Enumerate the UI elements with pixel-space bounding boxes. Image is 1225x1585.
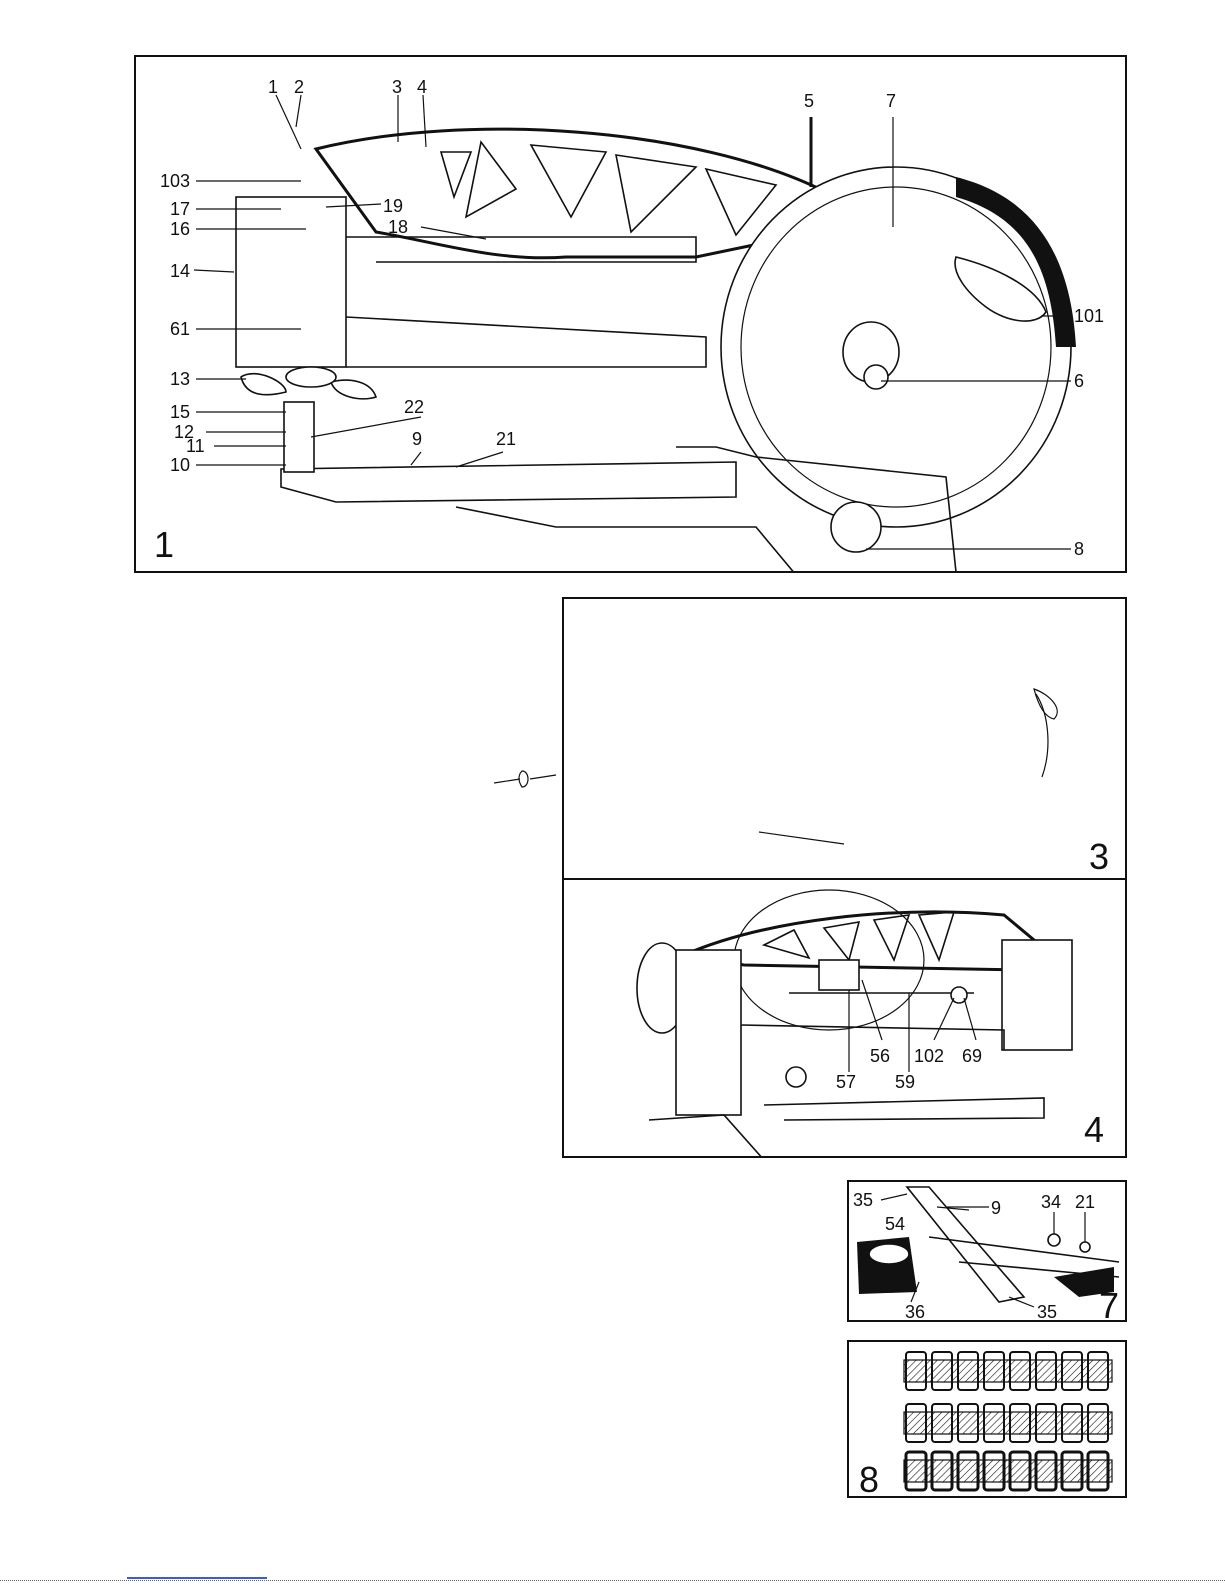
- stitch-row-1: [904, 1352, 1112, 1390]
- truss-window-2: [466, 142, 516, 217]
- callout: 3: [392, 77, 402, 97]
- truss-window-3: [531, 145, 606, 217]
- bed-plate: [907, 1187, 1024, 1302]
- spool-wing-right: [331, 380, 376, 399]
- figure-4-drawing: 56 57 59 102 69 4: [564, 880, 1127, 1158]
- callout: 18: [388, 217, 408, 237]
- faint-sketch-arc: [1036, 694, 1048, 777]
- callout: 7: [886, 91, 896, 111]
- truss-window-4: [616, 155, 696, 232]
- figure-7-drawing: 35 54 9 34 21 36 35 7: [849, 1182, 1127, 1322]
- machine-body-left: [676, 950, 741, 1115]
- callout: 2: [294, 77, 304, 97]
- callout: 21: [496, 429, 516, 449]
- callout: 8: [1074, 539, 1084, 559]
- truss-window: [824, 922, 859, 960]
- figure-3-panel: 3: [562, 597, 1127, 880]
- callout: 36: [905, 1302, 925, 1322]
- callout: 22: [404, 397, 424, 417]
- callout: 101: [1074, 306, 1104, 326]
- stand-left: [456, 507, 796, 573]
- callout: 4: [417, 77, 427, 97]
- callout: 6: [1074, 371, 1084, 391]
- callout: 15: [170, 402, 190, 422]
- callout: 5: [804, 91, 814, 111]
- callout: 10: [170, 455, 190, 475]
- figure-3-drawing: 3: [564, 599, 1127, 880]
- stitch-row-3: [904, 1452, 1112, 1490]
- truss-window: [874, 915, 909, 960]
- figure-number: 8: [859, 1459, 879, 1498]
- footer-rule: [0, 1580, 1225, 1581]
- figure-number: 7: [1099, 1285, 1119, 1322]
- spool-wing-left: [241, 374, 286, 395]
- callout: 54: [885, 1214, 905, 1234]
- callout: 102: [914, 1046, 944, 1066]
- figure-8-drawing: 8: [849, 1342, 1127, 1498]
- callout: 14: [170, 261, 190, 281]
- wheel-hub-knob: [864, 365, 888, 389]
- callout: 61: [170, 319, 190, 339]
- callout: 35: [853, 1190, 873, 1210]
- figure-8-panel: 8: [847, 1340, 1127, 1498]
- stand-base: [649, 1115, 764, 1158]
- callout: 13: [170, 369, 190, 389]
- callout: 103: [160, 171, 190, 191]
- callout: 9: [991, 1198, 1001, 1218]
- figure-4-panel: 56 57 59 102 69 4: [562, 878, 1127, 1158]
- presser-foot: [284, 402, 314, 472]
- figure-number: 3: [1089, 836, 1109, 877]
- figure-7-panel: 35 54 9 34 21 36 35 7: [847, 1180, 1127, 1322]
- arm-body: [346, 317, 706, 367]
- machine-head: [236, 197, 346, 367]
- machine-head-right: [1002, 940, 1072, 1050]
- callout: 9: [412, 429, 422, 449]
- screw-34: [1048, 1234, 1060, 1246]
- callout: 69: [962, 1046, 982, 1066]
- faint-sketch-line: [759, 832, 844, 844]
- figure-1-panel: 1 2 3 4 5 7 103 17 19 16 18 14 61 101 6 …: [134, 55, 1127, 573]
- callout: 19: [383, 196, 403, 216]
- footer-link-underline: [127, 1577, 267, 1579]
- stitch-row-2: [904, 1404, 1112, 1442]
- bobbin-housing: [286, 367, 336, 387]
- callout: 17: [170, 199, 190, 219]
- callout: 16: [170, 219, 190, 239]
- figure-number: 1: [154, 524, 174, 565]
- fabric-layer: [904, 1412, 1112, 1434]
- stray-thread-mark: [492, 765, 558, 793]
- truss-window-5: [706, 169, 776, 235]
- bobbin: [869, 1244, 909, 1264]
- truss-window: [764, 930, 809, 958]
- callout: 34: [1041, 1192, 1061, 1212]
- bed-plate: [764, 1098, 1044, 1120]
- callout: 59: [895, 1072, 915, 1092]
- callout: 21: [1075, 1192, 1095, 1212]
- adjuster-knob: [786, 1067, 806, 1087]
- screw-21: [1080, 1242, 1090, 1252]
- callout: 1: [268, 77, 278, 97]
- callout: 35: [1037, 1302, 1057, 1322]
- faint-sketch-loop: [1034, 689, 1057, 719]
- stitch-knob: [831, 502, 881, 552]
- truss-window-1: [441, 152, 471, 197]
- callout: 56: [870, 1046, 890, 1066]
- figure-number: 4: [1084, 1109, 1104, 1150]
- figure-1-drawing: 1 2 3 4 5 7 103 17 19 16 18 14 61 101 6 …: [136, 57, 1127, 573]
- mid-housing: [819, 960, 859, 990]
- callout: 11: [186, 436, 205, 456]
- cylinder-bed: [281, 462, 736, 502]
- fabric-layer: [904, 1360, 1112, 1382]
- truss-window: [919, 912, 954, 960]
- callout: 57: [836, 1072, 856, 1092]
